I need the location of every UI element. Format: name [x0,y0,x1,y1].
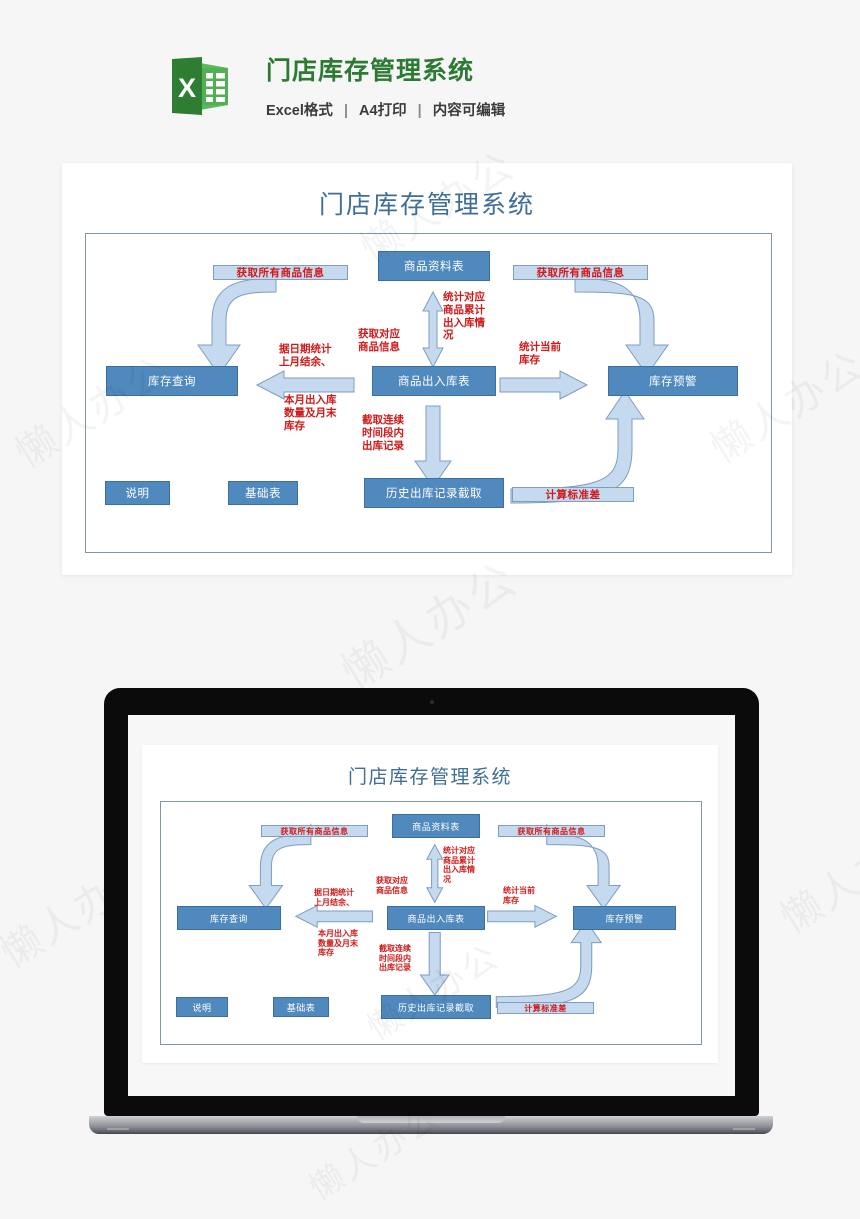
bar-label-text: 获取所有商品信息 [236,267,325,279]
node-label: 库存预警 [649,374,697,388]
bar-label-text: 获取所有商品信息 [536,267,625,279]
bar-label-text: 计算标准差 [524,1003,567,1013]
node-label: 说明 [125,486,150,500]
bar-label-calc-std-dev: 计算标准差 [512,487,634,502]
node-label: 商品出入库表 [407,914,465,925]
node-label: 基础表 [245,486,281,500]
diagram-frame [160,801,702,1045]
bar-label-fetch-all-goods-right: 获取所有商品信息 [498,825,605,837]
annotation-stat-current-stock: 统计当前 库存 [503,886,535,905]
node-history-out-record[interactable]: 历史出库记录截取 [364,478,504,508]
webcam-icon [429,700,434,704]
node-description[interactable]: 说明 [105,481,170,505]
node-label: 库存查询 [209,914,248,925]
excel-file-icon: X [170,57,232,115]
node-inventory-alert[interactable]: 库存预警 [608,366,738,396]
laptop-base-detail [733,1128,755,1130]
node-goods-in-out-table[interactable]: 商品出入库表 [372,366,496,396]
annotation-fetch-matching: 获取对应 商品信息 [358,328,400,353]
bar-label-fetch-all-goods-right: 获取所有商品信息 [513,265,648,280]
diagram-title: 门店库存管理系统 [318,190,535,219]
meta-format: Excel格式 [266,102,333,119]
annotation-fetch-matching: 获取对应 商品信息 [376,876,408,895]
bar-label-fetch-all-goods-left: 获取所有商品信息 [213,265,348,280]
node-label: 历史出库记录截取 [397,1003,474,1014]
document-header: X 门店库存管理系统 Excel格式 | A4打印 | 内容可编辑 [170,55,505,120]
node-label: 库存预警 [605,914,644,925]
page-title: 门店库存管理系统 [266,57,475,85]
node-label: 库存查询 [148,374,196,388]
watermark: 懒人办公 [768,804,860,944]
annotation-stat-accumulated: 统计对应 商品累计 出入库情 况 [443,846,475,884]
annotation-stat-by-date: 据日期统计 上月结余、 [279,343,332,368]
header-text-block: 门店库存管理系统 Excel格式 | A4打印 | 内容可编辑 [266,55,505,120]
preview-card: 门店库存管理系统 .ar { fill:#c5d9ef; stroke:#7e9… [62,163,792,575]
node-label: 商品资料表 [404,259,464,273]
node-label: 说明 [192,1003,212,1014]
annotation-month-in-out: 本月出入库 数量及月末 库存 [284,394,337,432]
meta-separator-1: | [343,102,348,119]
node-goods-in-out-table[interactable]: 商品出入库表 [387,906,485,930]
bar-label-text: 计算标准差 [545,489,601,501]
node-base-table[interactable]: 基础表 [228,481,298,505]
laptop-screen: 门店库存管理系统 [128,715,735,1096]
diagram-frame [85,233,772,553]
node-inventory-query[interactable]: 库存查询 [106,366,238,396]
meta-print: A4打印 [359,102,407,119]
node-description[interactable]: 说明 [176,997,228,1017]
bar-label-fetch-all-goods-left: 获取所有商品信息 [261,825,368,837]
annotation-month-in-out: 本月出入库 数量及月末 库存 [318,929,358,958]
annotation-cut-continuous: 截取连续 时间段内 出库记录 [362,414,404,452]
node-label: 历史出库记录截取 [386,486,482,500]
annotation-stat-current-stock: 统计当前 库存 [519,341,561,366]
node-inventory-query[interactable]: 库存查询 [177,906,281,930]
node-goods-info-table[interactable]: 商品资料表 [378,251,490,281]
laptop-base [89,1116,773,1134]
node-history-out-record[interactable]: 历史出库记录截取 [381,995,491,1019]
laptop-base-detail [107,1128,129,1130]
laptop-lid: 门店库存管理系统 [104,688,759,1116]
bar-label-text: 获取所有商品信息 [517,826,586,836]
bar-label-calc-std-dev: 计算标准差 [497,1002,594,1014]
bar-label-text: 获取所有商品信息 [280,826,349,836]
annotation-cut-continuous: 截取连续 时间段内 出库记录 [379,944,411,973]
node-label: 商品出入库表 [398,374,470,388]
annotation-stat-accumulated: 统计对应 商品累计 出入库情 况 [443,291,485,342]
document-meta: Excel格式 | A4打印 | 内容可编辑 [266,99,505,120]
node-goods-info-table[interactable]: 商品资料表 [392,814,480,838]
node-label: 基础表 [286,1003,316,1014]
node-inventory-alert[interactable]: 库存预警 [573,906,676,930]
node-label: 商品资料表 [412,822,460,833]
meta-separator-2: | [417,102,422,119]
annotation-stat-by-date: 据日期统计 上月结余、 [314,888,354,907]
meta-editable: 内容可编辑 [432,102,506,119]
node-base-table[interactable]: 基础表 [273,997,329,1017]
laptop-mockup: 门店库存管理系统 [89,688,773,1134]
diagram-title: 门店库存管理系统 [347,766,512,788]
laptop-base-notch [357,1116,505,1123]
svg-text:X: X [178,73,196,103]
